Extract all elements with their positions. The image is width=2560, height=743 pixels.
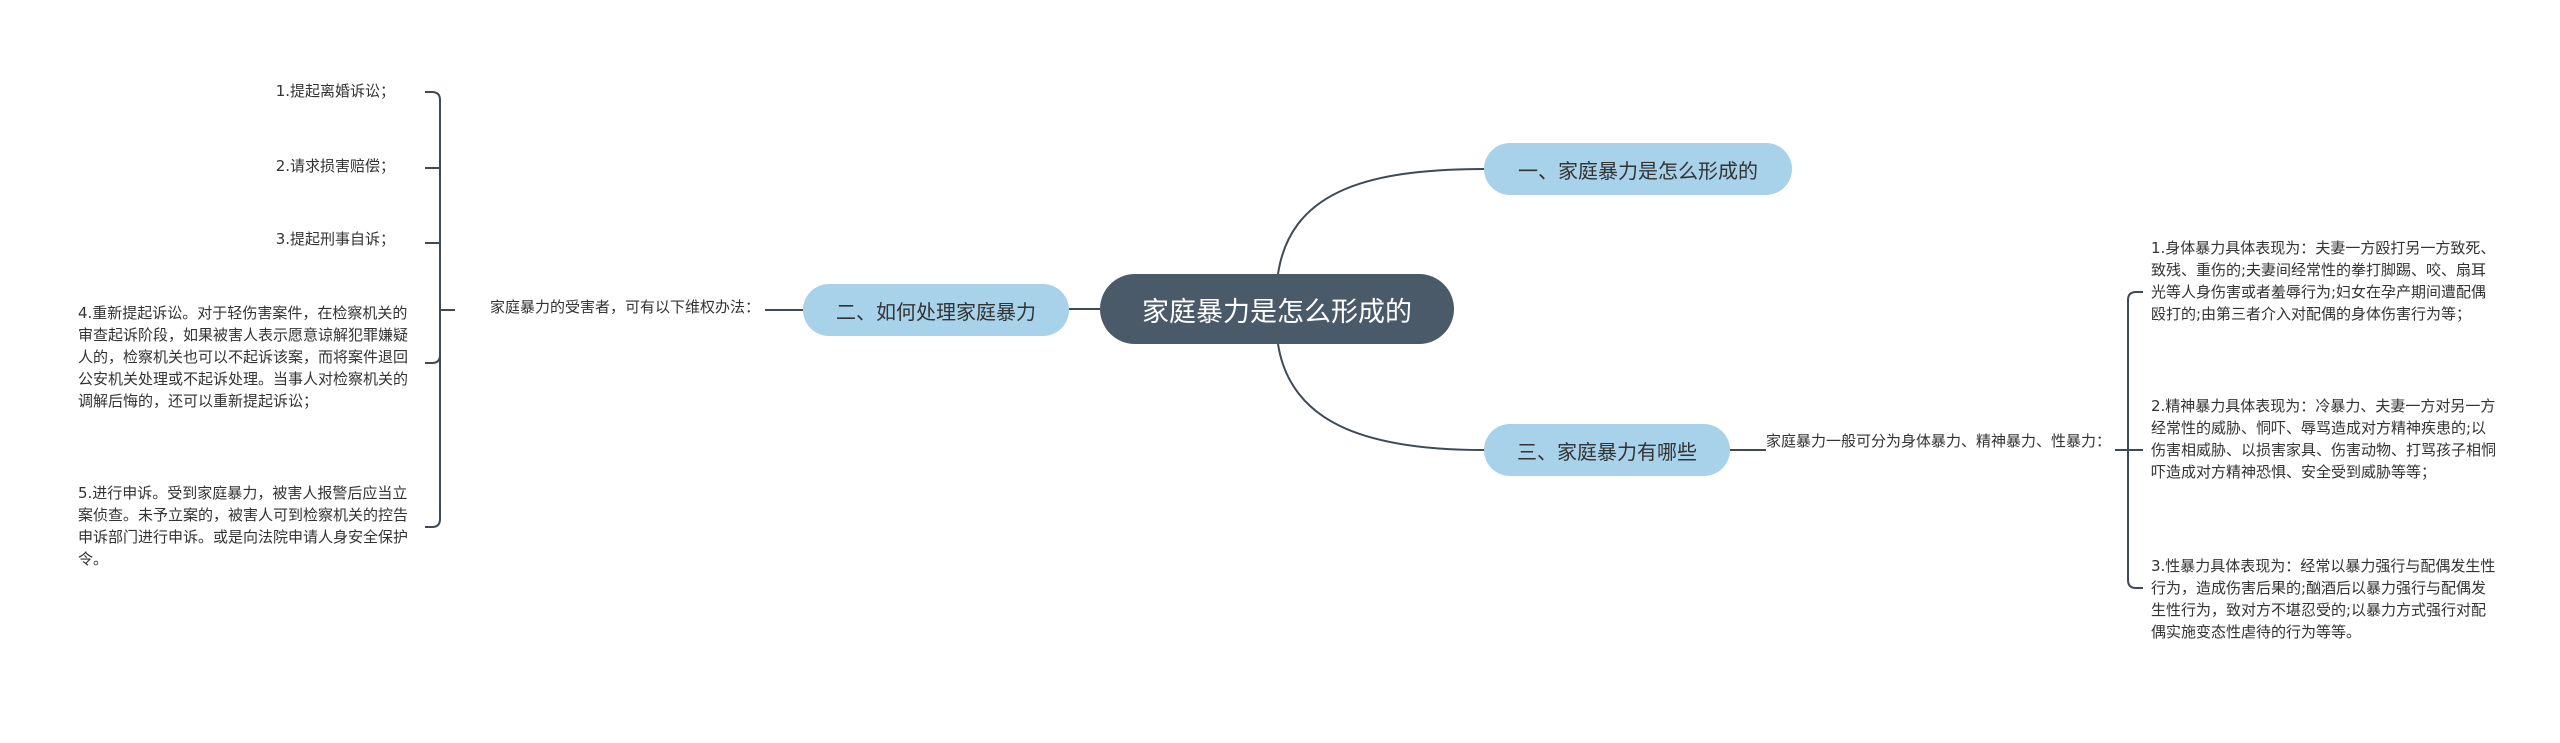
branch-3-item-1: 1.身体暴力具体表现为：夫妻一方殴打另一方致死、致残、重伤的;夫妻间经常性的拳打… (2151, 239, 2496, 323)
branch-3-item-3: 3.性暴力具体表现为：经常以暴力强行与配偶发生性行为，造成伤害后果的;酗酒后以暴… (2151, 557, 2496, 641)
branch-node-1[interactable]: 一、家庭暴力是怎么形成的 (1484, 143, 1792, 195)
link-root-b3 (1277, 343, 1485, 451)
branch-2-item-1: 1.提起离婚诉讼； (275, 82, 395, 100)
branch-2-item-5: 5.进行申诉。受到家庭暴力，被害人报警后应当立案侦查。未予立案的，被害人可到检察… (78, 484, 409, 568)
branch-2-item-2: 2.请求损害赔偿； (275, 157, 395, 175)
branch-2-item-4: 4.重新提起诉讼。对于轻伤害案件，在检察机关的审查起诉阶段，如果被害人表示愿意谅… (78, 304, 409, 410)
branch-3-intro: 家庭暴力一般可分为身体暴力、精神暴力、性暴力： (1766, 432, 2112, 450)
branch-2-intro: 家庭暴力的受害者，可有以下维权办法： (489, 298, 760, 316)
branch-2-item-3: 3.提起刑事自诉； (275, 230, 395, 248)
bracket-right (2115, 291, 2143, 589)
branch-node-3[interactable]: 三、家庭暴力有哪些 (1484, 424, 1730, 476)
branch-node-2[interactable]: 二、如何处理家庭暴力 (803, 284, 1069, 336)
root-node[interactable]: 家庭暴力是怎么形成的 (1100, 274, 1454, 344)
link-root-b1 (1277, 168, 1485, 275)
bracket-left (425, 91, 455, 528)
branch-3-item-2: 2.精神暴力具体表现为：冷暴力、夫妻一方对另一方经常性的威胁、恫吓、辱骂造成对方… (2151, 397, 2497, 481)
